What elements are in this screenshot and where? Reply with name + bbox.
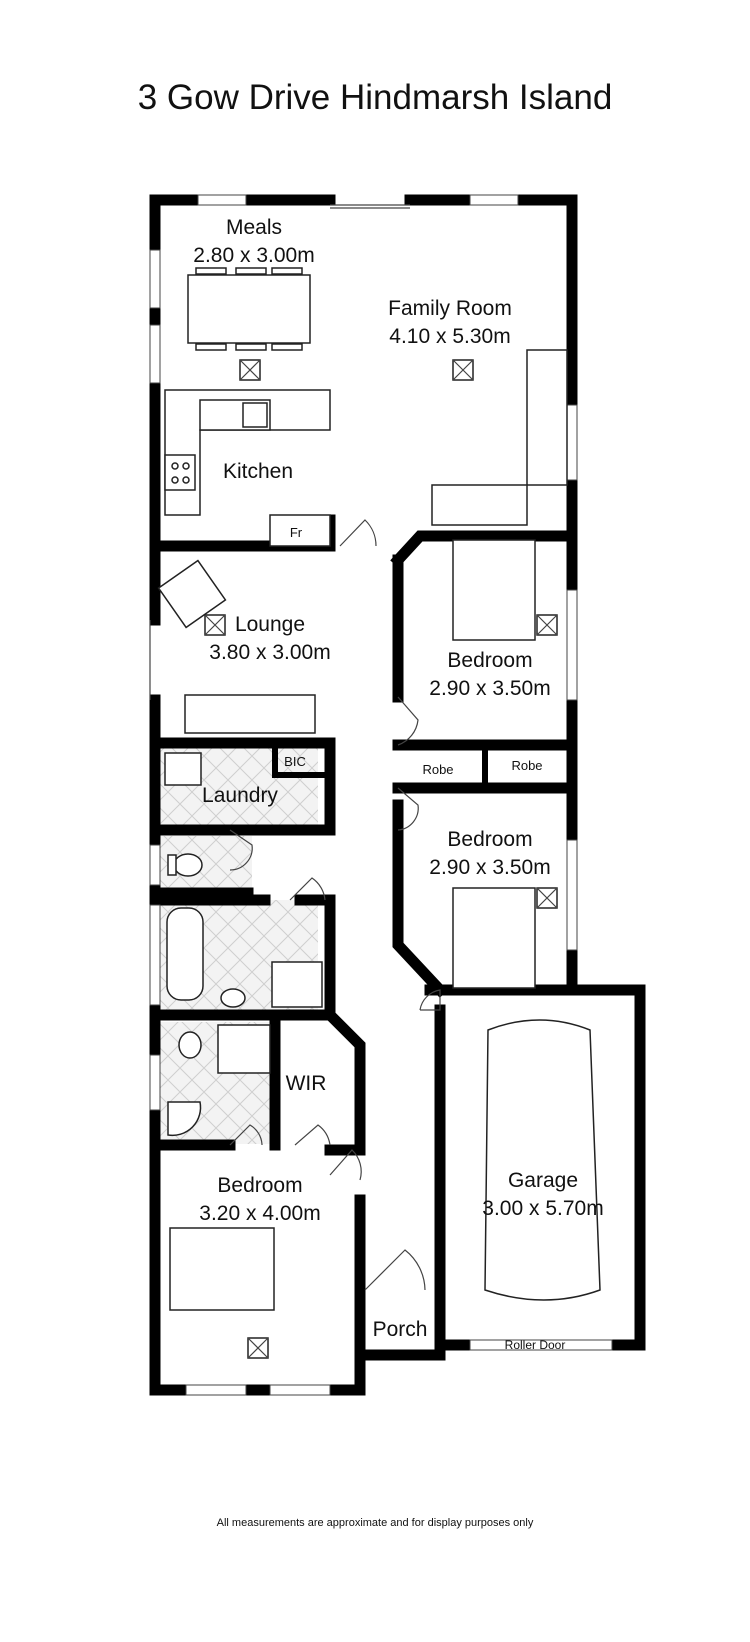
laundry-label: Laundry — [202, 784, 278, 807]
ensuite-shower — [217, 1024, 271, 1074]
toilet — [173, 853, 203, 877]
sofa-bottom — [431, 484, 528, 526]
bedroom-3-size: 3.20 x 4.00m — [199, 1202, 320, 1225]
kitchen-label: Kitchen — [223, 460, 293, 483]
doors — [229, 519, 441, 1291]
family-room-size: 4.10 x 5.30m — [389, 325, 510, 348]
bedroom-1-label: Bedroom — [447, 649, 532, 672]
disclaimer: All measurements are approximate and for… — [216, 1517, 534, 1529]
bed-3 — [169, 1227, 275, 1311]
fridge-space — [269, 514, 331, 547]
furniture — [157, 267, 601, 1311]
porch-label: Porch — [373, 1318, 428, 1341]
ensuite-toilet — [178, 1031, 202, 1059]
sofa-right — [526, 349, 568, 486]
family-room-label: Family Room — [388, 297, 512, 320]
garage-size: 3.00 x 5.70m — [482, 1197, 603, 1220]
lounge-sofa — [184, 694, 316, 734]
shower — [271, 961, 323, 1008]
bedroom-1-size: 2.90 x 3.50m — [429, 677, 550, 700]
dining-table — [187, 274, 311, 344]
ensuite-basin — [167, 1101, 202, 1137]
wir-label: WIR — [286, 1072, 327, 1095]
bedroom-2-size: 2.90 x 3.50m — [429, 856, 550, 879]
bed-2 — [452, 887, 536, 989]
roller-door-label: Roller Door — [505, 1338, 566, 1352]
lounge-label: Lounge — [235, 613, 305, 636]
armchair — [157, 559, 227, 629]
meals-size: 2.80 x 3.00m — [193, 244, 314, 267]
cooktop-icon — [164, 454, 196, 491]
bathtub — [166, 907, 204, 1001]
light-fixtures — [204, 359, 558, 1359]
bic-label: BIC — [284, 754, 306, 769]
lounge-size: 3.80 x 3.00m — [209, 641, 330, 664]
windows — [149, 194, 613, 1396]
bedroom-2-label: Bedroom — [447, 828, 532, 851]
meals-label: Meals — [226, 216, 282, 239]
basin — [220, 988, 246, 1008]
robe-1-label: Robe — [422, 762, 453, 777]
bed-1 — [452, 539, 536, 641]
plan-title: 3 Gow Drive Hindmarsh Island — [137, 78, 613, 117]
bedroom-3-label: Bedroom — [217, 1174, 302, 1197]
fridge-label: Fr — [290, 525, 303, 540]
garage-label: Garage — [508, 1169, 578, 1192]
robe-2-label: Robe — [511, 758, 542, 773]
car — [484, 1019, 601, 1301]
laundry-tub — [164, 752, 202, 786]
